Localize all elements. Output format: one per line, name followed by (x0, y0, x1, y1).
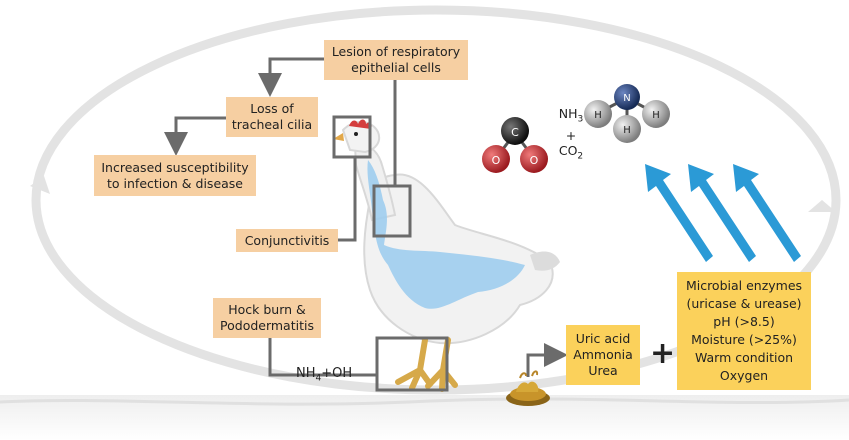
atom-oxygen-2 (520, 145, 548, 173)
box-conditions-line-4: Moisture (>25%) (691, 332, 797, 347)
gas-release-arrows (645, 164, 801, 262)
cycle-arrowhead-right (808, 200, 836, 212)
formula-co2: CO (558, 142, 578, 158)
box-nitrogen-line-3: Urea (588, 363, 618, 378)
box-lesion-line-2: epithelial cells (351, 60, 441, 75)
formula-nh3: NH (558, 106, 578, 121)
box-conditions-line-2: (uricase & urease) (686, 296, 802, 311)
callout-frame-trachea (372, 184, 412, 238)
box-conditions-line-3: pH (>8.5) (713, 314, 775, 329)
box-hock-line-1: Hock burn & (228, 302, 306, 317)
connector-lesion-to-cilia (258, 57, 324, 97)
blue-arrow-2 (688, 164, 756, 262)
box-nitrogen-line-2: Ammonia (573, 347, 633, 362)
box-susceptibility-line-1: Increased susceptibility (101, 159, 249, 175)
atom-label-hydrogen-1: H (594, 110, 602, 121)
box-lesion-respiratory: Lesion of respiratory epithelial cells (324, 40, 468, 80)
atom-label-nitrogen: N (623, 93, 630, 104)
formula-plus: + (565, 127, 577, 143)
atom-label-hydrogen-3: H (623, 125, 631, 136)
connector-litter-to-nitrogen (526, 343, 568, 377)
formula-nh4: NH (296, 366, 316, 381)
box-hock-line-2: Pododermatitis (220, 318, 314, 333)
cycle-arrowhead-left (30, 176, 50, 194)
chicken-comb (349, 119, 372, 129)
atom-hydrogen-1 (584, 100, 612, 128)
droppings-illustration (506, 370, 550, 406)
box-conditions-line-6: Oxygen (719, 368, 769, 383)
atom-hydrogen-2 (642, 100, 670, 128)
box-conditions: Microbial enzymes (uricase & urease) pH … (677, 272, 811, 390)
formula-nh4-oh: NH4+OH (296, 366, 352, 384)
atom-label-oxygen-1: O (492, 154, 501, 167)
box-hock-burn: Hock burn & Pododermatitis (213, 298, 321, 338)
chicken-leg-left (395, 337, 433, 391)
formula-nh3-co2: NH3 + CO2 (551, 106, 591, 164)
formula-nh3-subscript: 3 (577, 114, 584, 125)
box-conditions-line-1: Microbial enzymes (685, 278, 803, 293)
box-loss-of-cilia: Loss of tracheal cilia (226, 97, 318, 137)
connector-cilia-to-susceptibility (164, 116, 226, 156)
callout-frame-eye (332, 115, 372, 159)
atom-hydrogen-3 (613, 115, 641, 143)
atom-nitrogen (614, 84, 640, 110)
nh3-molecule: N H H H (584, 84, 670, 143)
connector-hock-to-feet (268, 338, 377, 377)
box-conjunctivitis-label: Conjunctivitis (244, 232, 330, 248)
chicken-leg-right (425, 337, 458, 392)
box-susceptibility-line-2: to infection & disease (107, 175, 243, 191)
atom-label-hydrogen-2: H (652, 110, 660, 121)
formula-oh: +OH (321, 366, 353, 381)
operator-plus: + (650, 336, 676, 371)
box-nitrogen-line-1: Uric acid (575, 331, 631, 346)
formula-nh4-subscript: 4 (315, 373, 322, 384)
box-cilia-line-2: tracheal cilia (231, 117, 313, 132)
box-conditions-line-5: Warm condition (694, 350, 794, 365)
atom-label-carbon: C (511, 126, 519, 139)
connector-eye-to-conjunctivitis (338, 157, 357, 242)
atom-label-oxygen-2: O (530, 154, 539, 167)
formula-co2-subscript: 2 (577, 151, 584, 161)
formula-co2-row: CO2 (551, 143, 591, 165)
box-cilia-line-1: Loss of (250, 101, 294, 116)
atom-carbon (501, 117, 529, 145)
box-lesion-line-1: Lesion of respiratory (331, 44, 461, 59)
chicken-beak (333, 133, 344, 141)
co2-molecule: C O O (482, 117, 548, 173)
respiratory-overlay (367, 160, 525, 309)
box-conjunctivitis: Conjunctivitis (236, 229, 338, 252)
formula-nh3-row: NH3 (551, 106, 591, 128)
box-nitrogen-compounds: Uric acid Ammonia Urea (566, 325, 640, 385)
callout-frame-feet (375, 336, 449, 392)
floor-texture (0, 397, 849, 406)
blue-arrow-3 (733, 164, 801, 262)
chicken-eye (354, 132, 358, 136)
box-increased-susceptibility: Increased susceptibility to infection & … (94, 155, 256, 196)
blue-arrow-1 (645, 164, 713, 262)
atom-oxygen-1 (482, 145, 510, 173)
chicken-tail (530, 251, 560, 271)
